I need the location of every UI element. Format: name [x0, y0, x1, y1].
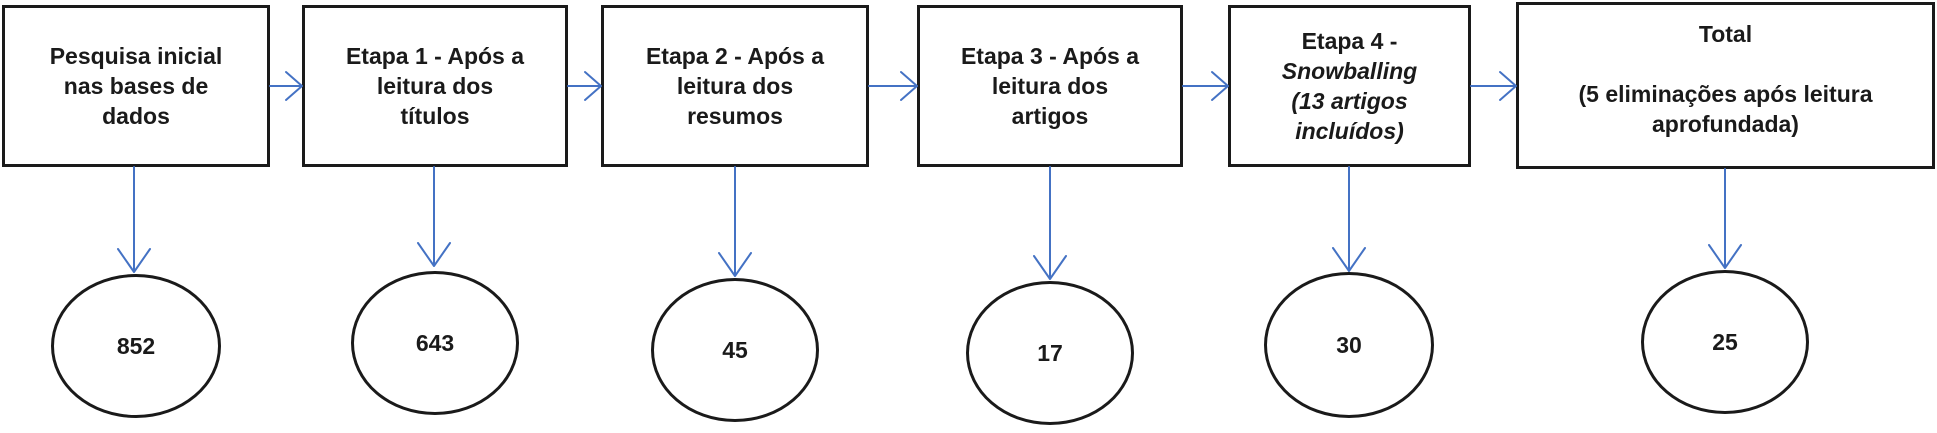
arrow-down-icon: [718, 166, 752, 277]
arrow-right-icon: [269, 71, 303, 101]
stage-box-total: Total (5 eliminações após leitura aprofu…: [1516, 2, 1935, 169]
stage-label-line: Etapa 1 - Após a: [345, 43, 525, 69]
stage-box-step-3: Etapa 3 - Após a leitura dos artigos: [917, 5, 1183, 167]
stage-label-line: Etapa 4 -: [1301, 28, 1398, 54]
stage-box-step-4: Etapa 4 - Snowballing (13 artigos incluí…: [1228, 5, 1471, 167]
stage-label-line: artigos: [1011, 103, 1089, 129]
stage-label-line: Etapa 3 - Após a: [960, 43, 1140, 69]
stage-label-line: leitura dos: [991, 73, 1109, 99]
arrow-down-icon: [117, 166, 151, 273]
arrow-down-icon: [417, 166, 451, 267]
arrow-down-icon: [1708, 168, 1742, 269]
stage-label-line: (5 eliminações após leitura: [1578, 81, 1873, 107]
arrow-right-icon: [1182, 71, 1229, 101]
stage-label-line: leitura dos: [676, 73, 794, 99]
stage-label-line: nas bases de: [63, 73, 209, 99]
stage-label-line: incluídos): [1295, 118, 1404, 144]
stage-label-line: Etapa 2 - Após a: [645, 43, 825, 69]
count-circle: 17: [966, 281, 1134, 425]
stage-label-line: Pesquisa inicial: [49, 43, 223, 69]
stage-box-step-2: Etapa 2 - Após a leitura dos resumos: [601, 5, 869, 167]
stage-label-line: Total: [1698, 21, 1753, 47]
count-circle: 25: [1641, 270, 1809, 414]
count-circle: 643: [351, 271, 519, 415]
arrow-down-icon: [1033, 166, 1067, 280]
arrow-right-icon: [567, 71, 602, 101]
stage-label-line: dados: [102, 103, 170, 129]
stage-box-step-1: Etapa 1 - Após a leitura dos títulos: [302, 5, 568, 167]
stage-label-line: leitura dos: [376, 73, 494, 99]
stage-box-initial-search: Pesquisa inicial nas bases de dados: [2, 5, 270, 167]
count-circle: 45: [651, 278, 819, 422]
count-circle: 30: [1264, 272, 1434, 418]
stage-label-line: Snowballing: [1281, 58, 1418, 84]
stage-label-line: (13 artigos: [1291, 88, 1408, 114]
arrow-right-icon: [868, 71, 918, 101]
count-circle: 852: [51, 274, 221, 418]
stage-label-line: títulos: [400, 103, 470, 129]
stage-label-line: resumos: [687, 103, 783, 129]
stage-label-line: aprofundada): [1652, 111, 1799, 137]
arrow-right-icon: [1470, 71, 1517, 101]
arrow-down-icon: [1332, 166, 1366, 272]
